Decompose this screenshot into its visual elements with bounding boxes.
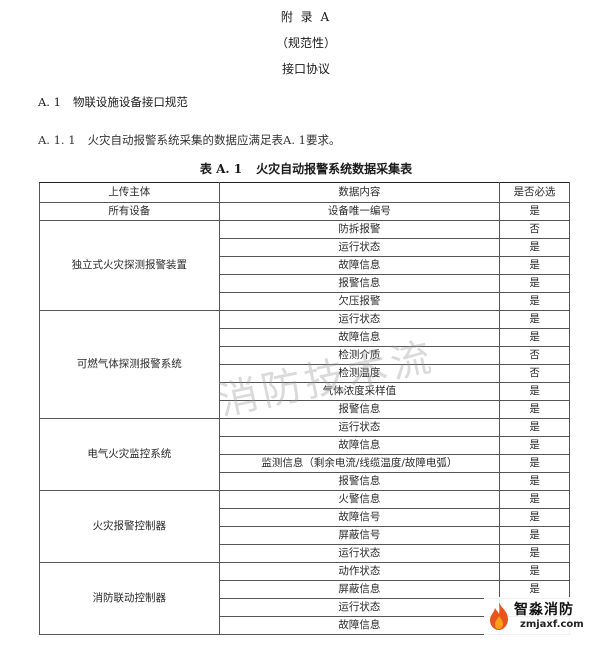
cell-required: 是 [499,382,570,401]
cell-content: 故障信息 [218,436,501,455]
cell-required: 是 [499,526,570,545]
appendix-subtitle: 接口协议 [281,62,330,76]
logo-brand: 智淼消防 [514,602,574,618]
cell-content: 故障信息 [218,616,501,635]
cell-content: 故障信息 [218,328,501,347]
cell-content: 火警信息 [218,490,501,509]
cell-content: 运行状态 [218,598,501,617]
table-row: 报警信息是 [40,274,570,293]
section-heading-a1: A. 1 物联设施设备接口规范 [38,94,188,110]
cell-subject: 独立式火灾探测报警装置 [39,220,220,311]
header-subject: 上传主体 [39,182,220,203]
cell-required: 是 [499,310,570,329]
cell-content: 运行状态 [218,310,501,329]
section-number: A. 1 [38,95,61,109]
table-row: 故障信息是 [40,436,570,455]
cell-content: 屏蔽信号 [218,526,501,545]
table-row: 故障信号是 [40,508,570,527]
table-caption-title: 火灾自动报警系统数据采集表 [256,162,413,176]
cell-required: 否 [499,220,570,239]
cell-content: 运行状态 [218,418,501,437]
table-row: 火灾报警控制器火警信息是 [39,490,570,563]
cell-required: 是 [499,454,570,473]
cell-required: 否 [499,364,570,383]
cell-content: 报警信息 [218,274,501,293]
cell-content: 欠压报警 [218,292,501,311]
table-row: 监测信息（剩余电流/线缆温度/故障电弧）是 [40,454,570,473]
header-required: 是否必选 [499,182,570,203]
cell-required: 是 [499,490,570,509]
table-header-row: 上传主体 数据内容 是否必选 [39,182,570,203]
cell-content: 防拆报警 [218,220,501,239]
cell-required: 是 [499,328,570,347]
cell-required: 是 [499,274,570,293]
cell-subject: 火灾报警控制器 [39,490,220,563]
section-text: 火灾自动报警系统采集的数据应满足表A. 1要求。 [87,133,341,147]
table-row: 独立式火灾探测报警装置防拆报警否 [39,220,570,311]
table-row: 气体浓度采样值是 [40,382,570,401]
table-caption: 表 A. 1 火灾自动报警系统数据采集表 [0,160,612,177]
flame-icon [490,602,508,630]
cell-content: 气体浓度采样值 [218,382,501,401]
cell-subject: 所有设备 [39,202,220,221]
table-row: 运行状态是 [40,544,570,563]
cell-required: 是 [499,238,570,257]
cell-required: 是 [499,562,570,581]
cell-content: 检测温度 [218,364,501,383]
cell-required: 是 [499,256,570,275]
cell-content: 故障信息 [218,256,501,275]
cell-required: 是 [499,508,570,527]
table-row: 屏蔽信息是 [40,580,570,599]
cell-subject: 电气火灾监控系统 [39,418,220,491]
cell-required: 是 [499,436,570,455]
cell-content: 运行状态 [218,544,501,563]
data-collection-table: 上传主体 数据内容 是否必选 所有设备 设备唯一编号 是 独立式火灾探测报警装置… [39,182,570,635]
cell-content: 故障信号 [218,508,501,527]
cell-content: 动作状态 [218,562,501,581]
cell-required: 是 [499,544,570,563]
cell-required: 是 [499,400,570,419]
table-caption-number: 表 A. 1 [199,162,243,176]
cell-content: 设备唯一编号 [218,202,501,221]
cell-content: 检测介质 [218,346,501,365]
logo-site: zmjaxf.com [520,619,584,630]
cell-subject: 消防联动控制器 [39,562,220,635]
appendix-title: 附 录 A [280,10,332,24]
cell-content: 监测信息（剩余电流/线缆温度/故障电弧） [218,454,501,473]
cell-required: 否 [499,346,570,365]
table-row: 消防联动控制器动作状态是 [39,562,570,635]
cell-required: 是 [499,292,570,311]
cell-content: 报警信息 [218,472,501,491]
cell-required: 是 [499,472,570,491]
site-logo: 智淼消防 zmjaxf.com [484,597,608,641]
cell-content: 运行状态 [218,238,501,257]
header-content: 数据内容 [218,182,501,203]
section-heading-a11: A. 1. 1 火灾自动报警系统采集的数据应满足表A. 1要求。 [38,132,341,148]
cell-required: 是 [499,580,570,599]
cell-subject: 可燃气体探测报警系统 [39,310,220,419]
table-row: 所有设备 设备唯一编号 是 [39,202,570,221]
table-row: 故障信息是 [40,328,570,347]
section-number: A. 1. 1 [38,133,76,147]
cell-required: 是 [499,202,570,221]
table-row: 电气火灾监控系统运行状态是 [39,418,570,491]
cell-content: 报警信息 [218,400,501,419]
table-row: 检测温度否 [40,364,570,383]
table-body: 所有设备 设备唯一编号 是 独立式火灾探测报警装置防拆报警否运行状态是故障信息是… [39,202,570,635]
cell-content: 屏蔽信息 [218,580,501,599]
cell-required: 是 [499,418,570,437]
appendix-type: （规范性） [275,36,336,50]
table-row: 可燃气体探测报警系统运行状态是 [39,310,570,419]
section-title: 物联设施设备接口规范 [72,95,188,109]
